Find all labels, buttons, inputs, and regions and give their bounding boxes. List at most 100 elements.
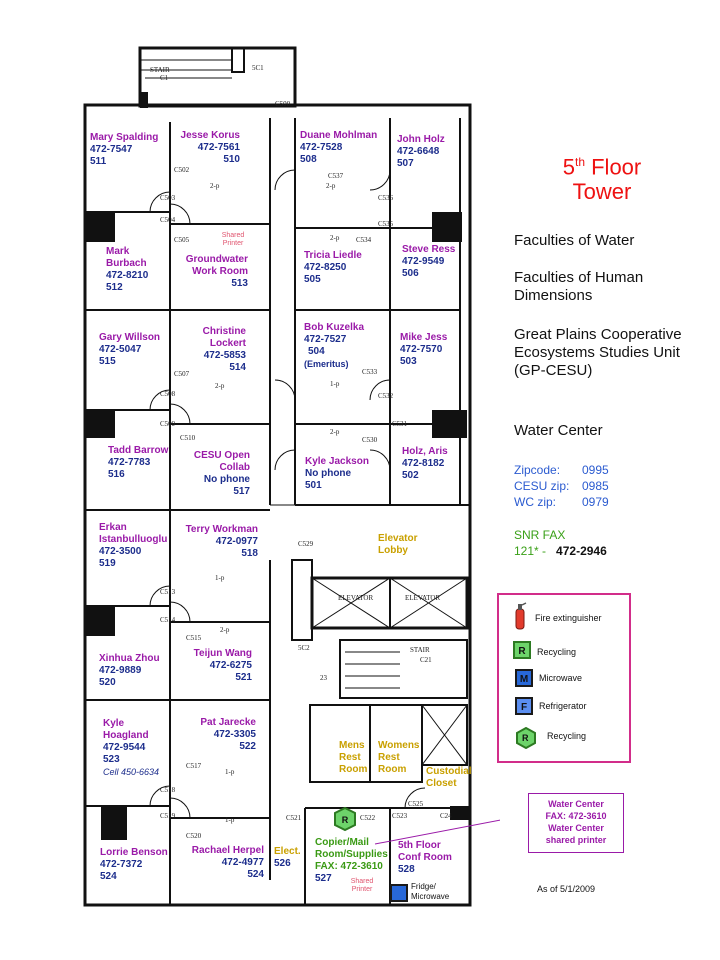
svg-text:C535: C535 xyxy=(378,220,394,228)
room-506: Steve Ress 472-9549 506 xyxy=(402,244,455,280)
occupant-name: Mike Jess xyxy=(400,332,448,343)
svg-text:C518: C518 xyxy=(160,786,176,794)
svg-text:C509: C509 xyxy=(160,420,176,428)
room-number: 503 xyxy=(400,356,417,367)
occupant-phone: 472-3500 xyxy=(99,546,142,557)
wc-line: Water Center xyxy=(548,799,604,809)
svg-text:C529: C529 xyxy=(298,540,314,548)
emeritus-label: (Emeritus) xyxy=(304,359,349,369)
area-name: Elevator Lobby xyxy=(378,533,418,556)
occupant-name: Tricia Liedle xyxy=(304,250,362,261)
svg-text:C503: C503 xyxy=(160,194,176,202)
occupant-name: Mark Burbach xyxy=(106,246,147,269)
occupant-name: Holz, Aris xyxy=(402,446,448,457)
room-511: Mary Spalding 472-7547 511 xyxy=(90,132,158,168)
room-528: 5th Floor Conf Room 528 xyxy=(398,840,460,876)
occupant-phone: 472-9549 xyxy=(402,256,445,267)
room-number: 526 xyxy=(274,858,291,869)
room-number: 502 xyxy=(402,470,419,481)
svg-text:C500: C500 xyxy=(275,100,291,108)
occupant-name: Bob Kuzelka xyxy=(304,322,365,333)
room-number: 518 xyxy=(241,548,258,559)
svg-text:2-p: 2-p xyxy=(330,234,340,242)
svg-text:2-p: 2-p xyxy=(210,182,220,190)
occupant-name: Teijun Wang xyxy=(193,648,252,659)
occupant-name: Christine Lockert xyxy=(202,326,246,349)
occupant-phone: 472-6275 xyxy=(209,660,252,671)
svg-text:1-p: 1-p xyxy=(225,816,235,824)
legend-microwave-label: Microwave xyxy=(539,673,583,683)
room-522: Pat Jarecke 472-3305 522 xyxy=(186,717,256,753)
area-name: Custodial Closet xyxy=(426,766,472,789)
room-fax: FAX: 472-3610 xyxy=(315,861,383,872)
occupant-name: Terry Workman xyxy=(185,524,258,535)
room-514: Christine Lockert 472-5853 514 xyxy=(186,326,246,374)
fridge-microwave-label: Fridge/ Microwave xyxy=(411,882,450,901)
svg-text:2-p: 2-p xyxy=(220,626,230,634)
zip-row: Zipcode:0995 xyxy=(514,463,609,477)
occupant-phone: 472-3305 xyxy=(213,729,256,740)
svg-text:STAIR: STAIR xyxy=(150,66,170,74)
fire-extinguisher-icon xyxy=(515,602,527,630)
occupant-name: Kyle Hoagland xyxy=(103,718,149,741)
occupant-name: Xinhua Zhou xyxy=(99,653,160,664)
area-name: Womens Rest Room xyxy=(378,740,420,775)
legend-recycling-label: Recycling xyxy=(537,647,577,657)
svg-text:C505: C505 xyxy=(174,236,190,244)
room-520: Xinhua Zhou 472-9889 520 xyxy=(99,653,160,689)
svg-text:C502: C502 xyxy=(174,166,190,174)
legend-recycling2-label: Recycling xyxy=(547,731,587,741)
room-523: Kyle Hoagland 472-9544 523 Cell 450-6634 xyxy=(103,718,169,778)
room-503: Mike Jess 472-7570 503 xyxy=(400,332,447,368)
room-513: Groundwater Work Room 513 xyxy=(176,254,248,290)
room-number: 517 xyxy=(233,486,250,497)
room-number: 527 xyxy=(315,873,332,884)
snr-fax-number: 121* - 472-2946 xyxy=(514,544,607,558)
occupant-phone: 472-7528 xyxy=(300,142,343,153)
as-of-date: As of 5/1/2009 xyxy=(537,884,596,894)
room-name: Copier/Mail Room/Supplies xyxy=(315,837,388,860)
room-number: 519 xyxy=(99,558,116,569)
legend-refrigerator-label: Refrigerator xyxy=(539,701,587,711)
room-515: Gary Willson 472-5047 515 xyxy=(99,332,160,368)
room-number: 505 xyxy=(304,274,321,285)
svg-text:C517: C517 xyxy=(186,762,202,770)
occupant-phone: 472-9889 xyxy=(99,665,142,676)
occupant-name: Pat Jarecke xyxy=(200,717,256,728)
floor-subtitle: Tower xyxy=(572,179,632,204)
room-number: 510 xyxy=(223,154,240,165)
room-501: Kyle Jackson No phone 501 xyxy=(305,456,369,492)
faculty-human-dimensions: Faculties of Human Dimensions xyxy=(514,269,644,304)
occupant-phone: 472-0977 xyxy=(215,536,258,547)
elevator-lobby: Elevator Lobby xyxy=(378,533,428,557)
room-508: Duane Mohlman 472-7528 508 xyxy=(300,130,377,166)
room-524-herpel: Rachael Herpel 472-4977 524 xyxy=(186,845,264,881)
occupant-phone: No phone xyxy=(305,468,352,479)
occupant-name: John Holz xyxy=(397,134,445,145)
room-number: 516 xyxy=(108,469,125,480)
room-number: 508 xyxy=(300,154,317,165)
occupant-name: Jesse Korus xyxy=(180,130,240,141)
room-number: 515 xyxy=(99,356,116,367)
room-number: 514 xyxy=(229,362,246,373)
svg-text:2-p: 2-p xyxy=(215,382,225,390)
svg-text:C507: C507 xyxy=(174,370,190,378)
room-number: 507 xyxy=(397,158,414,169)
occupant-phone: 472-9544 xyxy=(103,742,146,753)
occupant-phone: 472-5047 xyxy=(99,344,142,355)
mens-rest-room: Mens Rest Room xyxy=(339,740,371,776)
svg-text:23: 23 xyxy=(320,674,328,682)
svg-text:C534: C534 xyxy=(356,236,372,244)
room-number: 504 xyxy=(308,346,325,357)
svg-text:C519: C519 xyxy=(160,812,176,820)
room-number: 524 xyxy=(100,871,117,882)
floor-title: 5th Floor xyxy=(562,154,642,180)
recycling-hex-letter: R xyxy=(522,733,529,743)
wc-line: shared printer xyxy=(545,835,607,845)
room-phone: No phone xyxy=(203,474,250,485)
room-number: 513 xyxy=(231,278,248,289)
occupant-phone: 472-7547 xyxy=(90,144,133,155)
occupant-name: Kyle Jackson xyxy=(305,456,369,467)
occupant-name: Duane Mohlman xyxy=(300,130,378,141)
